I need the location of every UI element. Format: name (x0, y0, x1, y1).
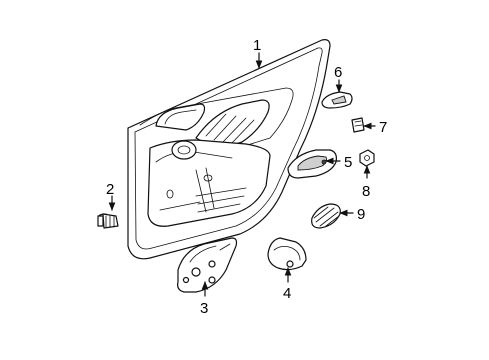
callout-5: 5 (344, 154, 352, 171)
pull-cup (267, 237, 307, 271)
door-trim-panel (127, 39, 331, 260)
leader-arrows (108, 52, 376, 297)
callout-2: 2 (106, 181, 114, 198)
armrest-bracket (177, 237, 238, 293)
callout-8: 8 (362, 183, 370, 200)
lock-bezel (321, 91, 353, 109)
callout-6: 6 (334, 64, 342, 81)
retainer-clip (351, 117, 365, 133)
speaker-grille (311, 203, 341, 229)
callout-labels: 1 2 3 4 5 6 7 8 9 (106, 37, 387, 317)
callout-3: 3 (200, 300, 208, 317)
door-handle (287, 149, 337, 179)
callout-1: 1 (253, 37, 261, 54)
callout-7: 7 (379, 119, 387, 136)
push-pin-clip (97, 213, 119, 229)
hex-nut (359, 149, 375, 167)
callout-9: 9 (357, 206, 365, 223)
callout-4: 4 (283, 285, 291, 302)
